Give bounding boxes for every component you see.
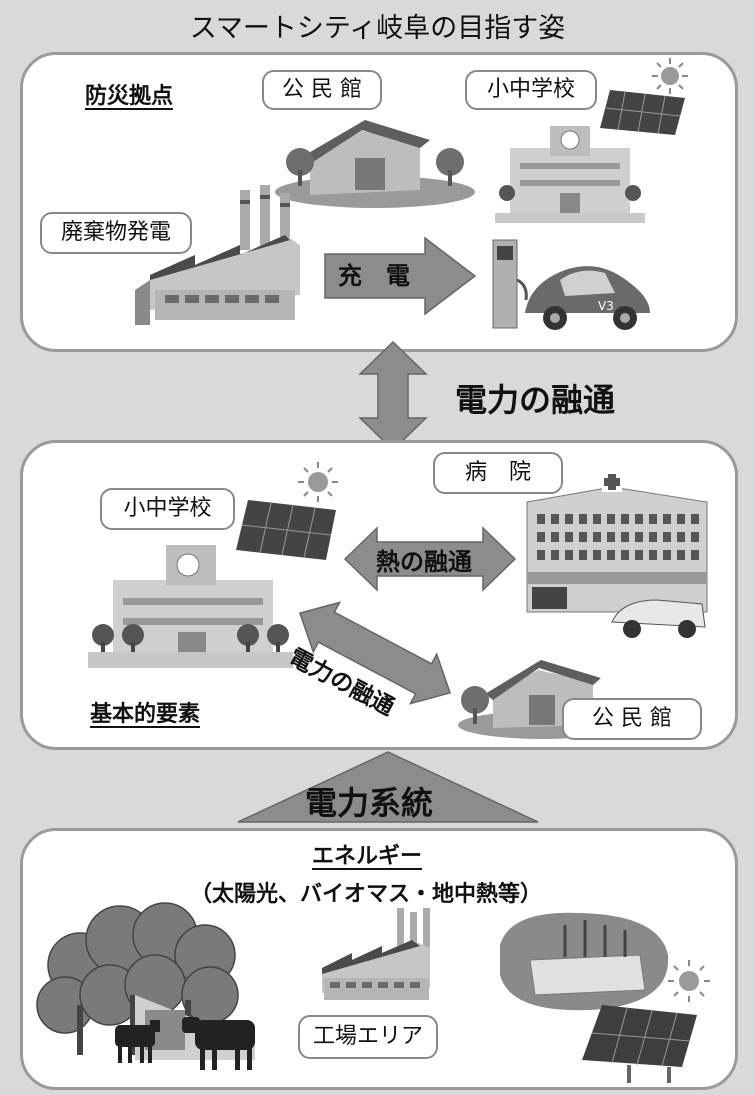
sun-icon: [652, 58, 688, 94]
geothermal-icon: [500, 912, 669, 1011]
solar-panel-icon: [582, 1005, 697, 1083]
cattle-icon: [115, 1017, 255, 1070]
electric-car-icon: V3: [525, 266, 650, 330]
heat-exchange-arrow: [343, 526, 517, 592]
sun-icon: [298, 462, 338, 502]
callout-factory-area: 工場エリア: [298, 1015, 438, 1059]
power-exchange-main-label: 電力の融通: [455, 381, 616, 419]
callout-waste-power: 廃棄物発電: [40, 212, 192, 254]
solar-panel-icon: [600, 90, 685, 135]
heading-basic-elements: 基本的要素: [90, 702, 201, 727]
ev-charger-icon: [492, 239, 528, 329]
callout-community-hall-top: 公 民 館: [262, 70, 382, 110]
heading-energy: エネルギー: [312, 844, 423, 869]
community-hall-icon: [275, 120, 475, 208]
energy-subheading: （太陽光、バイオマス・地中熱等）: [190, 882, 543, 907]
power-exchange-diagonal-arrow: [298, 601, 452, 705]
factory-icon: [322, 908, 430, 1000]
solar-panel-icon: [236, 500, 336, 560]
power-exchange-vertical-arrow: [358, 340, 428, 452]
school-icon: [495, 126, 645, 223]
sun-icon: [668, 960, 710, 1002]
power-grid-triangle: [237, 751, 539, 823]
callout-hospital: 病 院: [433, 452, 563, 494]
callout-school-middle: 小中学校: [100, 488, 235, 530]
charge-arrow: [324, 236, 477, 316]
svg-text:V3: V3: [598, 299, 614, 313]
diagram-title: スマートシティ岐阜の目指す姿: [189, 13, 566, 44]
heat-exchange-label: 熱の融通: [376, 548, 472, 576]
school-icon: [88, 545, 293, 668]
heading-disaster-base: 防災拠点: [85, 84, 174, 109]
callout-school-top: 小中学校: [465, 70, 597, 110]
charge-label: 充 電: [338, 262, 410, 290]
factory-icon: [135, 185, 300, 325]
callout-community-hall-middle: 公 民 館: [562, 698, 702, 740]
power-grid-label: 電力系統: [305, 784, 434, 822]
hospital-icon: [526, 472, 708, 638]
